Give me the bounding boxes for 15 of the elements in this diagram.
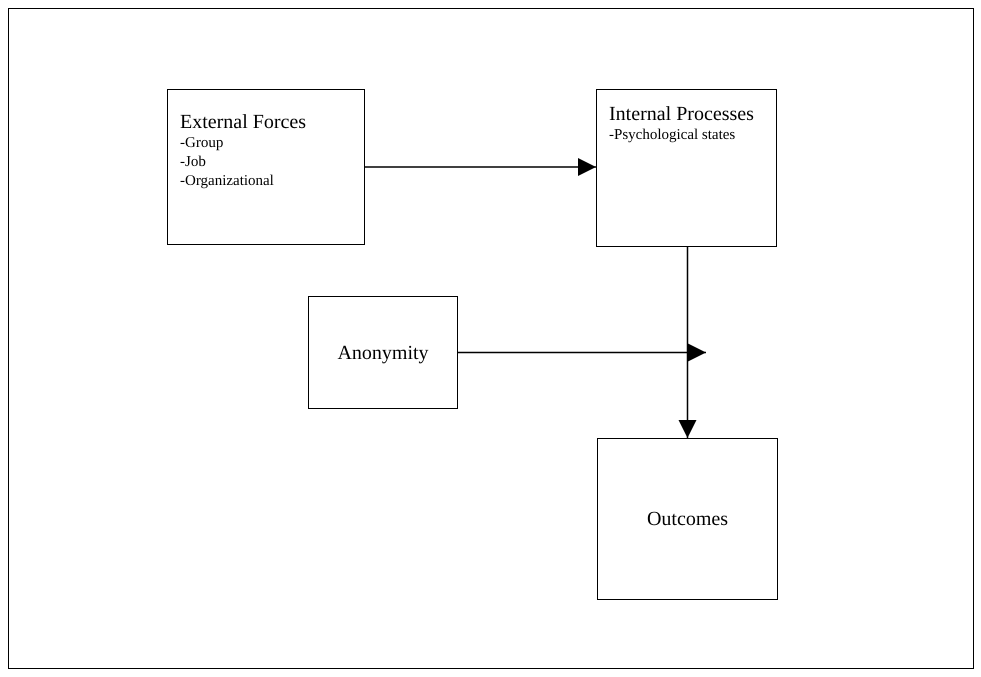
arrow	[365, 158, 596, 176]
box-title: External Forces	[180, 110, 306, 134]
arrow	[678, 247, 696, 438]
box-title: Internal Processes	[609, 102, 754, 126]
box-title: Anonymity	[337, 340, 429, 364]
process-box	[596, 89, 777, 247]
list-item: -Psychological states	[609, 126, 736, 145]
arrow	[458, 344, 706, 362]
list-item: -Organizational	[180, 172, 274, 191]
box-title: Outcomes	[646, 507, 728, 531]
list-item: -Job	[180, 153, 206, 172]
process-box	[308, 296, 458, 409]
process-box	[597, 438, 778, 600]
process-box	[167, 89, 365, 245]
list-item: -Group	[180, 134, 224, 153]
